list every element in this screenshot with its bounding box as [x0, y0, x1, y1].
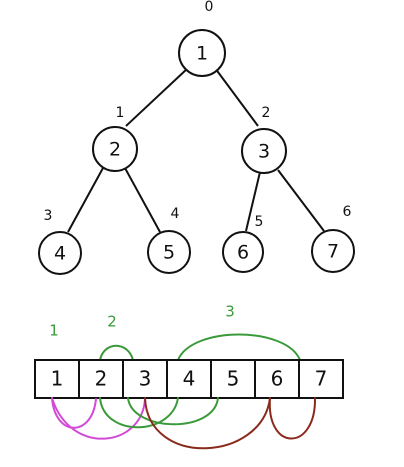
edge-2-6: [277, 169, 325, 232]
green-arc-below-1: [99, 397, 179, 429]
tree-node-value: 5: [163, 242, 175, 264]
tree-node-value: 2: [109, 139, 121, 161]
array-cell-value: 6: [271, 367, 284, 391]
tree-node-index: 1: [116, 105, 125, 121]
green-label-1: 1: [49, 322, 59, 340]
tree-node-circle: [178, 29, 226, 77]
tree-node-5: 6 5: [222, 214, 264, 273]
tree-node-6: 7 6: [311, 204, 355, 273]
tree-node-circle: [38, 231, 82, 275]
tree-node-0: 1 0: [178, 0, 226, 77]
tree-node-3: 4 3: [38, 208, 82, 275]
tree-node-index: 0: [205, 0, 214, 15]
array-cell-3: [166, 359, 212, 399]
green-label-2: 2: [107, 313, 117, 331]
tree-node-index: 5: [255, 214, 264, 230]
edge-0-2: [214, 67, 259, 127]
tree-node-1: 2 1: [92, 105, 138, 172]
array-cell-value: 7: [315, 367, 328, 391]
array-cell-value: 2: [95, 367, 108, 391]
tree-node-index: 6: [343, 204, 352, 220]
tree-node-value: 1: [196, 43, 208, 65]
tree-node-index: 3: [44, 208, 53, 224]
tree-node-4: 5 4: [147, 206, 191, 274]
array: 1 2 3 4 5 6 7: [34, 359, 344, 399]
edge-0-1: [125, 67, 189, 127]
array-cell-5: [254, 359, 300, 399]
array-cell-0: [34, 359, 80, 399]
pink-arc-2: [51, 397, 146, 440]
tree-node-2: 3 2: [241, 105, 287, 174]
array-cell-6: [298, 359, 344, 399]
green-arc-3: [177, 333, 301, 361]
array-cell-value: 5: [227, 367, 240, 391]
tree-node-index: 2: [262, 105, 271, 121]
brown-arc-2: [268, 397, 317, 440]
tree-node-index: 4: [171, 206, 180, 222]
green-arc-below-2: [127, 397, 219, 426]
tree-node-circle: [241, 128, 287, 174]
brown-arc-1: [144, 397, 271, 450]
tree-node-circle: [311, 229, 355, 273]
green-arc-2: [99, 344, 134, 361]
array-cell-value: 4: [183, 367, 196, 391]
tree-node-value: 7: [327, 241, 339, 263]
array-cell-value: 1: [51, 367, 64, 391]
array-cell-2: [122, 359, 168, 399]
array-cell-value: 3: [139, 367, 152, 391]
tree-node-value: 6: [237, 242, 249, 264]
tree-node-circle: [92, 126, 138, 172]
edge-2-5: [245, 171, 261, 232]
tree-node-circle: [222, 231, 264, 273]
pink-arc-1: [51, 397, 97, 429]
green-label-3: 3: [225, 303, 235, 321]
tree-node-value: 4: [54, 243, 66, 265]
tree-node-value: 3: [258, 141, 270, 163]
edge-1-3: [67, 167, 104, 233]
tree-node-circle: [147, 230, 191, 274]
edge-1-4: [124, 167, 161, 233]
